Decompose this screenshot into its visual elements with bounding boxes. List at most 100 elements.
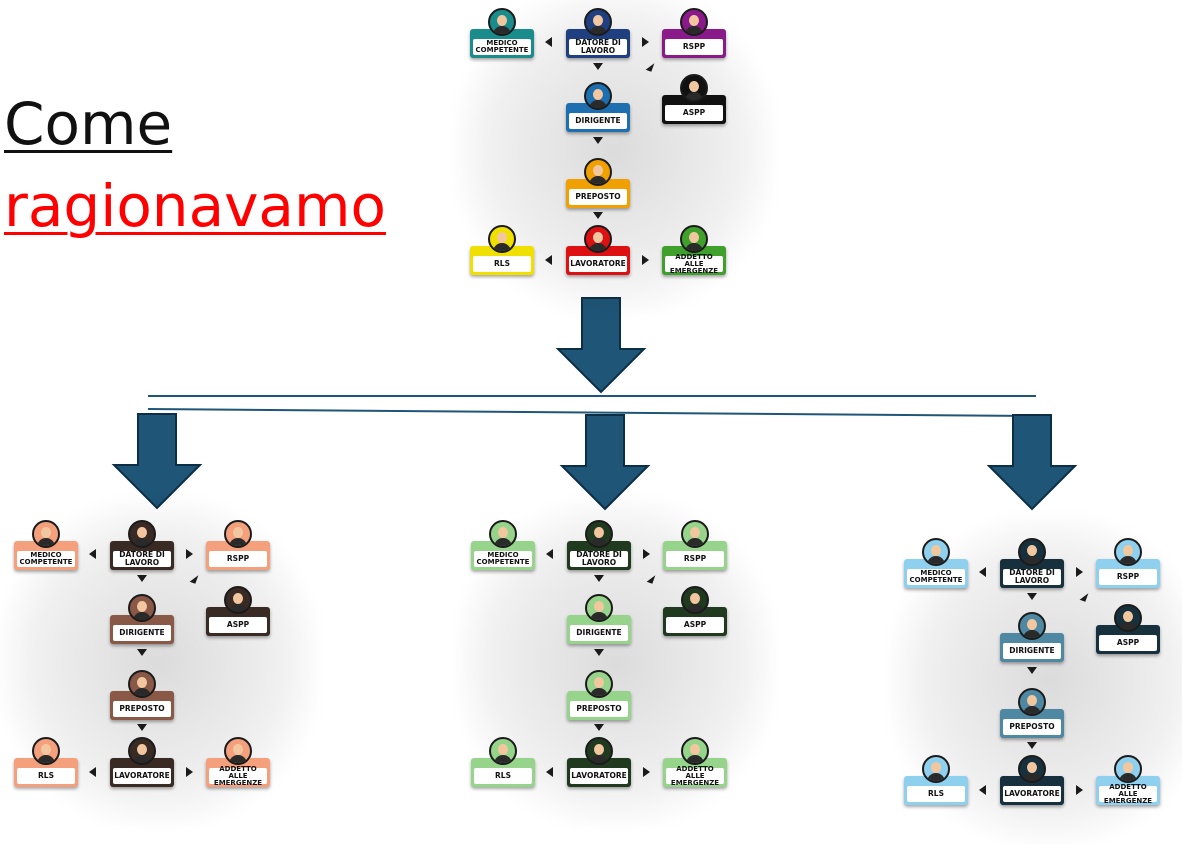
arrow-right-icon xyxy=(642,255,649,265)
role-label: LAVORATORE xyxy=(570,768,628,784)
role-label: MEDICO COMPETENTE xyxy=(474,551,532,567)
role-medico-competente: MEDICO COMPETENTE xyxy=(14,520,78,570)
person-avatar-icon xyxy=(489,520,517,548)
role-preposto: PREPOSTO xyxy=(1000,688,1064,738)
person-avatar-icon xyxy=(1114,755,1142,783)
person-avatar-icon xyxy=(584,158,612,186)
person-avatar-icon xyxy=(32,520,60,548)
person-avatar-icon xyxy=(922,755,950,783)
role-datore-di-lavoro: DATORE DI LAVORO xyxy=(566,8,630,58)
role-datore-di-lavoro: DATORE DI LAVORO xyxy=(567,520,631,570)
role-aspp: ASPP xyxy=(663,586,727,636)
role-card: DIRIGENTE xyxy=(566,103,630,132)
role-label: MEDICO COMPETENTE xyxy=(473,39,531,55)
person-avatar-icon xyxy=(224,586,252,614)
arrow-down-icon xyxy=(593,63,603,70)
person-avatar-icon xyxy=(585,594,613,622)
role-medico-competente: MEDICO COMPETENTE xyxy=(904,538,968,588)
person-avatar-icon xyxy=(128,520,156,548)
person-avatar-icon xyxy=(584,8,612,36)
role-label: DATORE DI LAVORO xyxy=(569,39,627,55)
divider-line-bottom xyxy=(147,408,1037,417)
down-arrow-left xyxy=(111,413,203,510)
person-avatar-icon xyxy=(128,594,156,622)
person-avatar-icon xyxy=(680,74,708,102)
role-rspp: RSPP xyxy=(206,520,270,570)
role-card: DATORE DI LAVORO xyxy=(1000,559,1064,588)
person-avatar-icon xyxy=(922,538,950,566)
arrow-right-icon xyxy=(642,37,649,47)
role-label: PREPOSTO xyxy=(1003,719,1061,735)
arrow-down-icon xyxy=(594,575,604,582)
person-avatar-icon xyxy=(681,520,709,548)
role-dirigente: DIRIGENTE xyxy=(566,82,630,132)
role-label: RLS xyxy=(17,768,75,784)
role-rls: RLS xyxy=(471,737,535,787)
role-lavoratore: LAVORATORE xyxy=(566,225,630,275)
person-avatar-icon xyxy=(1114,538,1142,566)
role-label: DATORE DI LAVORO xyxy=(1003,569,1061,585)
title-text[interactable]: Come ragionavamo xyxy=(4,88,386,242)
role-label: DATORE DI LAVORO xyxy=(570,551,628,567)
person-avatar-icon xyxy=(1018,688,1046,716)
person-avatar-icon xyxy=(488,225,516,253)
role-aspp: ASPP xyxy=(206,586,270,636)
role-datore-di-lavoro: DATORE DI LAVORO xyxy=(1000,538,1064,588)
role-label: ADDETTO ALLE EMERGENZE xyxy=(665,253,723,274)
down-arrow-main xyxy=(555,297,647,394)
arrow-down-icon xyxy=(594,724,604,731)
role-card: RLS xyxy=(471,758,535,787)
role-lavoratore: LAVORATORE xyxy=(110,737,174,787)
role-aspp: ASPP xyxy=(1096,604,1160,654)
person-avatar-icon xyxy=(1018,538,1046,566)
title-line-1[interactable]: Come xyxy=(4,90,173,158)
person-avatar-icon xyxy=(1018,612,1046,640)
arrow-right-icon xyxy=(186,767,193,777)
person-avatar-icon xyxy=(681,737,709,765)
role-card: PREPOSTO xyxy=(1000,709,1064,738)
role-label: RSPP xyxy=(1099,569,1157,585)
role-card: DIRIGENTE xyxy=(567,615,631,644)
person-avatar-icon xyxy=(584,82,612,110)
role-preposto: PREPOSTO xyxy=(567,670,631,720)
person-avatar-icon xyxy=(680,8,708,36)
role-label: LAVORATORE xyxy=(569,256,627,272)
role-label: ASPP xyxy=(1099,635,1157,651)
role-lavoratore: LAVORATORE xyxy=(1000,755,1064,805)
role-preposto: PREPOSTO xyxy=(566,158,630,208)
role-label: PREPOSTO xyxy=(113,701,171,717)
role-card: ASPP xyxy=(1096,625,1160,654)
role-label: ASPP xyxy=(665,105,723,121)
person-avatar-icon xyxy=(488,8,516,36)
role-label: DIRIGENTE xyxy=(569,113,627,129)
role-label: LAVORATORE xyxy=(113,768,171,784)
arrow-left-icon xyxy=(546,767,553,777)
role-label: ASPP xyxy=(209,617,267,633)
role-medico-competente: MEDICO COMPETENTE xyxy=(471,520,535,570)
role-addetto-emergenze: ADDETTO ALLE EMERGENZE xyxy=(206,737,270,787)
arrow-down-icon xyxy=(593,137,603,144)
org-chart-orange: MEDICO COMPETENTE DATORE DI LAVORO RSPP DIR… xyxy=(0,498,318,826)
role-card: DIRIGENTE xyxy=(110,615,174,644)
title-line-2[interactable]: ragionavamo xyxy=(4,172,386,240)
arrow-down-icon xyxy=(1027,667,1037,674)
person-avatar-icon xyxy=(585,670,613,698)
arrow-left-icon xyxy=(545,37,552,47)
role-addetto-emergenze: ADDETTO ALLE EMERGENZE xyxy=(663,737,727,787)
role-label: ADDETTO ALLE EMERGENZE xyxy=(209,765,267,786)
role-preposto: PREPOSTO xyxy=(110,670,174,720)
arrow-down-icon xyxy=(137,724,147,731)
person-avatar-icon xyxy=(489,737,517,765)
arrow-down-icon xyxy=(1027,593,1037,600)
role-card: DATORE DI LAVORO xyxy=(110,541,174,570)
role-aspp: ASPP xyxy=(662,74,726,124)
role-label: LAVORATORE xyxy=(1003,786,1061,802)
role-addetto-emergenze: ADDETTO ALLE EMERGENZE xyxy=(1096,755,1160,805)
arrow-left-icon xyxy=(979,785,986,795)
role-card: RSPP xyxy=(206,541,270,570)
arrow-down-icon xyxy=(594,649,604,656)
down-arrow-center xyxy=(559,414,651,511)
role-label: DATORE DI LAVORO xyxy=(113,551,171,567)
arrow-right-icon xyxy=(643,549,650,559)
